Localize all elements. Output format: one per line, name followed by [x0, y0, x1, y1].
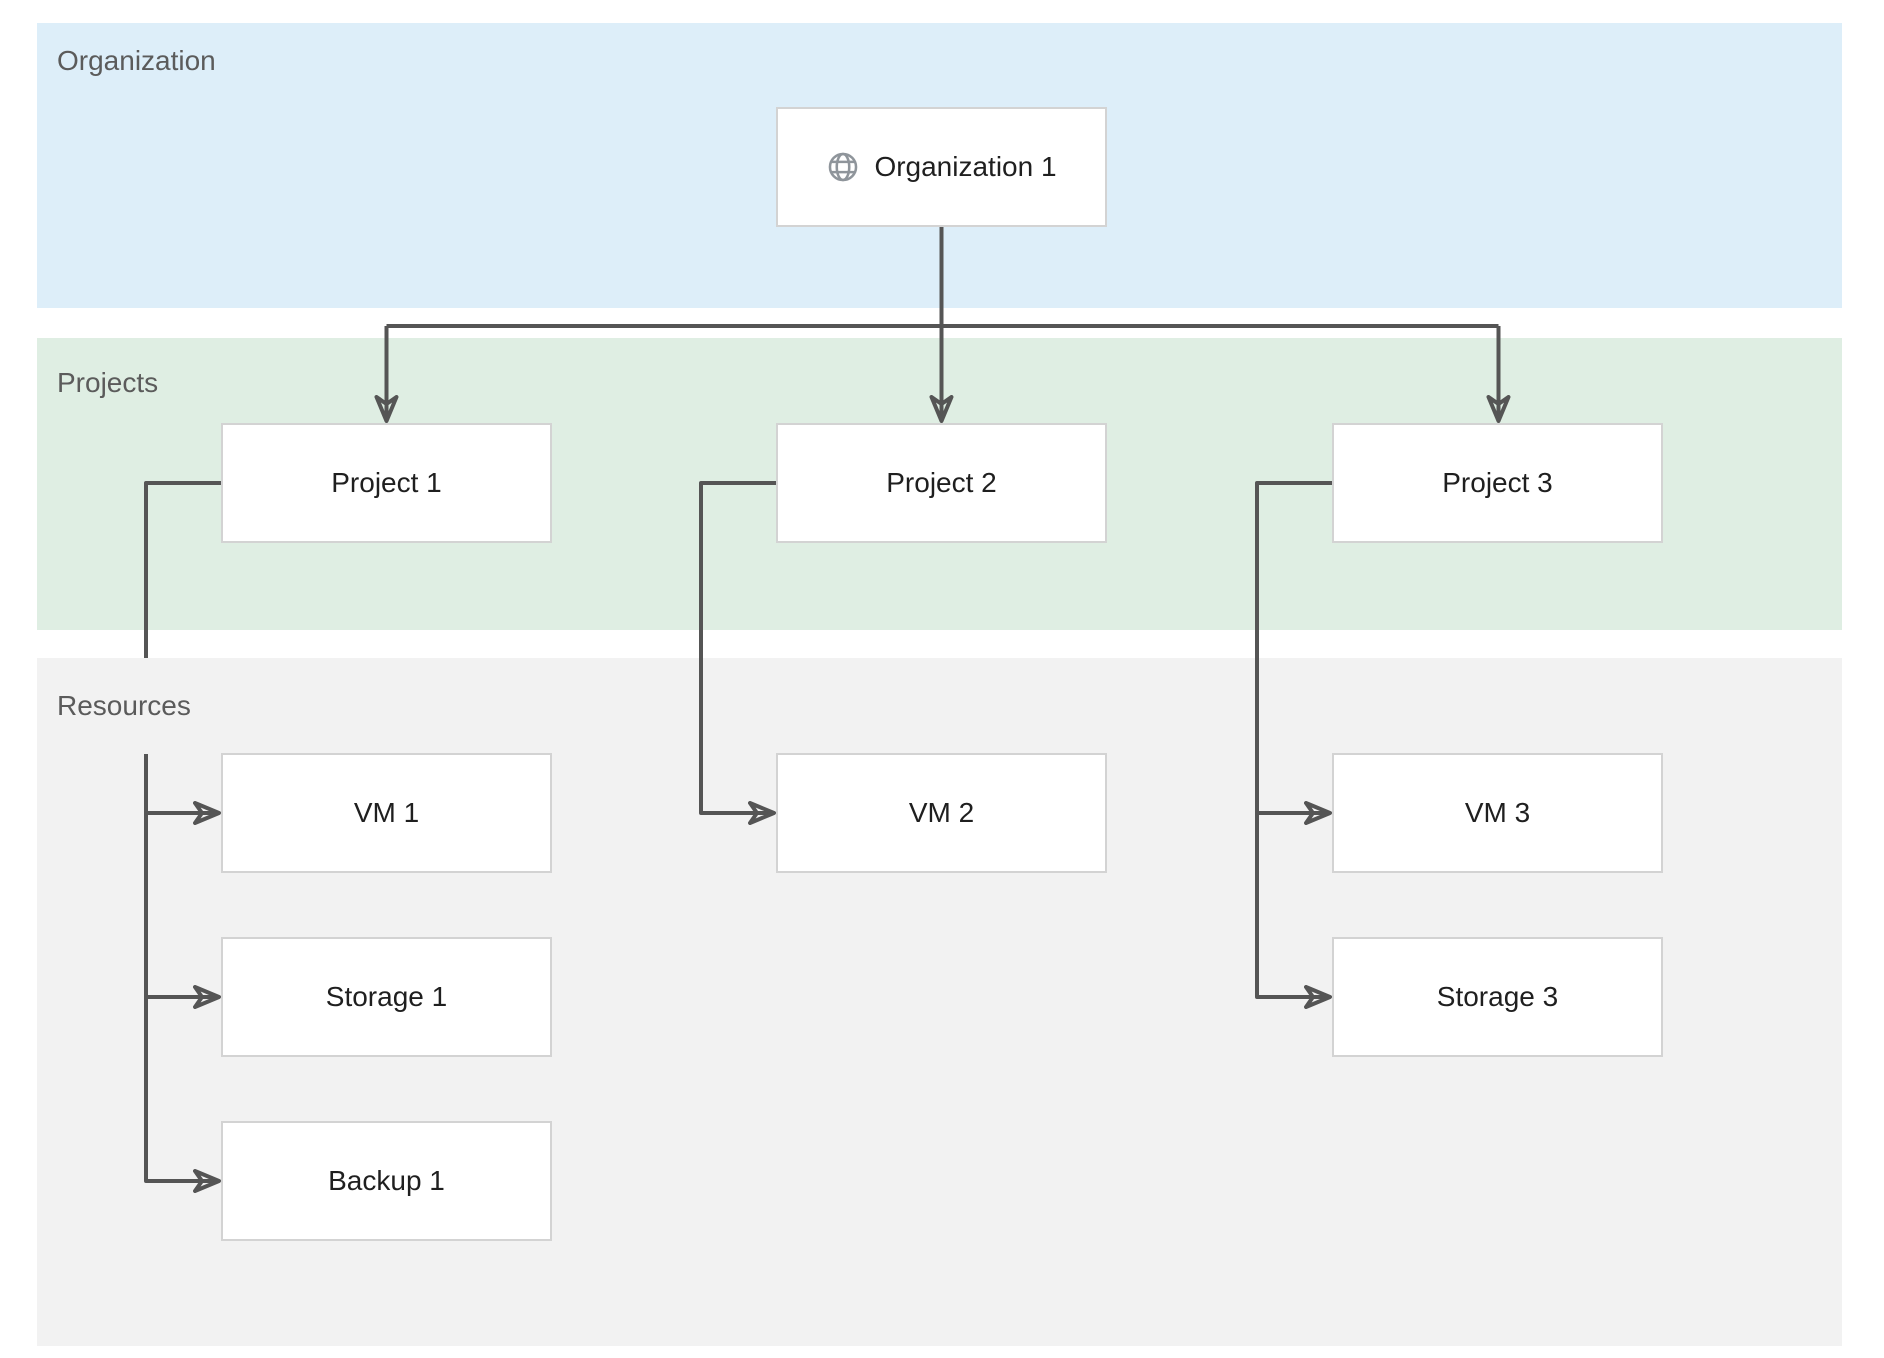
node-storage-3: Storage 3 [1332, 937, 1663, 1057]
node-project-3: Project 3 [1332, 423, 1663, 543]
connector-project2-to-vm2 [699, 481, 776, 825]
node-label: VM 2 [908, 797, 975, 828]
node-storage-1: Storage 1 [221, 937, 552, 1057]
node-label: Storage 3 [1436, 981, 1559, 1012]
node-label: VM 1 [353, 797, 420, 828]
node-label: Project 3 [1442, 467, 1553, 498]
node-organization-1: Organization 1 [776, 107, 1107, 227]
node-label: Project 1 [331, 467, 442, 498]
node-vm-1: VM 1 [221, 753, 552, 873]
node-label: Organization 1 [874, 151, 1057, 182]
band-label-projects: Projects [57, 367, 159, 398]
node-backup-1: Backup 1 [221, 1121, 552, 1241]
node-label: Backup 1 [328, 1165, 445, 1196]
band-label-resources: Resources [47, 658, 205, 754]
node-project-1: Project 1 [221, 423, 552, 543]
band-label-organization: Organization [57, 45, 216, 76]
node-vm-3: VM 3 [1332, 753, 1663, 873]
node-label: Storage 1 [325, 981, 448, 1012]
node-project-2: Project 2 [776, 423, 1107, 543]
node-label: VM 3 [1464, 797, 1531, 828]
node-vm-2: VM 2 [776, 753, 1107, 873]
connector-project3-to-storage3 [1255, 481, 1332, 1009]
globe-icon [829, 152, 858, 182]
connector-project1-to-backup1 [144, 481, 221, 1193]
node-label: Project 2 [886, 467, 997, 498]
